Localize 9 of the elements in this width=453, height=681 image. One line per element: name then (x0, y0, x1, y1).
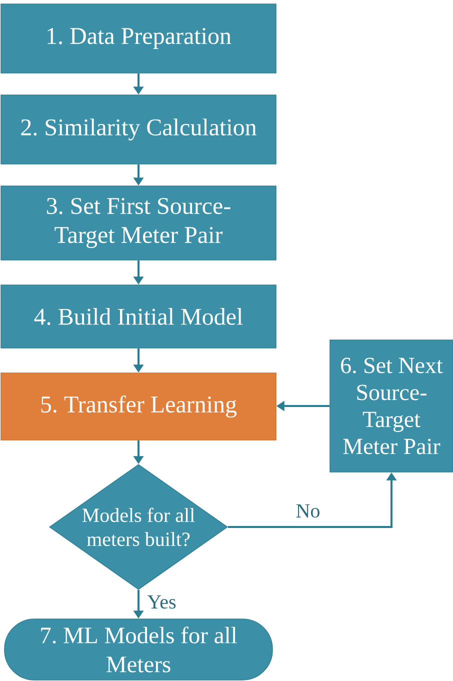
edge-label: No (294, 503, 322, 519)
process-box: 2. Similarity Calculation (0, 94, 276, 164)
rounded-box: 7. ML Models for all Meters (4, 618, 273, 680)
process-box: 1. Data Preparation (0, 4, 276, 74)
edge-label: Yes (146, 594, 178, 610)
process-box: 6. Set Next Source- Target Meter Pair (330, 340, 453, 472)
process-box: 5. Transfer Learning (0, 372, 276, 440)
process-box: 3. Set First Source- Target Meter Pair (0, 186, 276, 260)
process-box: 4. Build Initial Model (0, 284, 276, 348)
